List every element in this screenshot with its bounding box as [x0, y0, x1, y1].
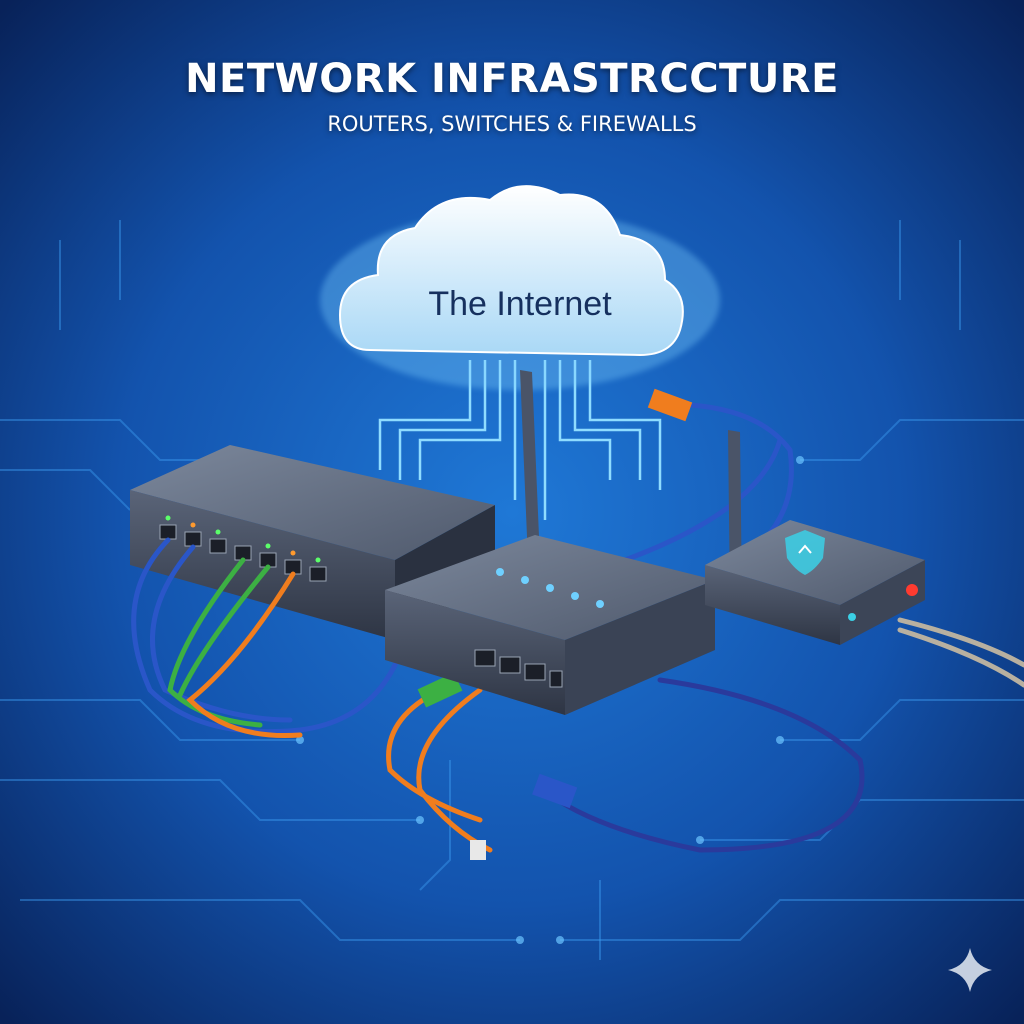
firewall	[705, 520, 925, 645]
cloud-label: The Internet	[428, 285, 612, 323]
shield-icon	[785, 530, 825, 575]
cable-connectors	[417, 388, 693, 860]
router-leds	[496, 568, 604, 608]
switch-status-leds	[165, 515, 321, 563]
switch-ports	[159, 524, 327, 582]
sparkle-icon	[948, 948, 992, 992]
router	[385, 370, 742, 715]
circuit-traces	[0, 220, 1024, 960]
router-ports	[474, 649, 563, 688]
page-subtitle: ROUTERS, SWITCHES & FIREWALLS	[327, 112, 697, 136]
router-antenna-left	[520, 370, 540, 560]
page-title: NETWORK INFRASTRCCTURE	[185, 56, 839, 102]
cloud-connection-lines	[378, 360, 662, 520]
cloud-icon	[320, 185, 720, 390]
firewall-power-led	[906, 584, 918, 596]
cables	[131, 402, 1024, 853]
